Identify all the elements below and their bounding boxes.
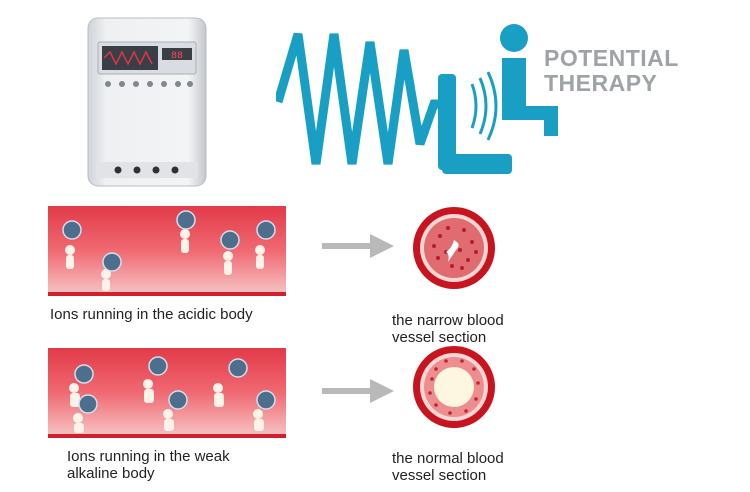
narrow-caption-line-1: the narrow blood <box>392 312 504 329</box>
alkaline-caption-line-1: Ions running in the weak <box>67 448 230 465</box>
alkaline-body-ion-panel <box>48 348 286 438</box>
acidic-body-ion-panel <box>48 206 286 296</box>
narrow-vessel-cross-section <box>413 207 495 289</box>
alkaline-caption-line-2: alkaline body <box>67 465 155 482</box>
running-ion-icon <box>65 229 265 291</box>
device-display-readout: 88 <box>171 51 183 62</box>
acidic-body-caption: Ions running in the acidic body <box>50 306 253 323</box>
normal-caption-line-1: the normal blood <box>392 450 504 467</box>
normal-vessel-cross-section <box>413 346 495 428</box>
zigzag-wave-icon <box>276 32 452 165</box>
arrow-right-icon <box>322 379 394 403</box>
alkaline-body-caption: Ions running in the weak alkaline body <box>67 448 307 482</box>
title-line-1: POTENTIAL <box>544 45 679 71</box>
normal-caption-line-2: vessel section <box>392 467 487 484</box>
running-ion-icon <box>69 379 264 433</box>
normal-vessel-caption: the normal blood vessel section <box>392 450 562 484</box>
title-line-2: THERAPY <box>544 70 658 96</box>
arrow-right-icon <box>322 234 394 258</box>
narrow-vessel-caption: the narrow blood vessel section <box>392 312 562 346</box>
potential-therapy-title: POTENTIAL THERAPY <box>544 46 679 96</box>
narrow-caption-line-2: vessel section <box>392 329 487 346</box>
seated-person-icon <box>438 24 558 174</box>
potential-therapy-logo <box>276 24 558 174</box>
therapy-device-illustration: 88 <box>87 17 207 187</box>
